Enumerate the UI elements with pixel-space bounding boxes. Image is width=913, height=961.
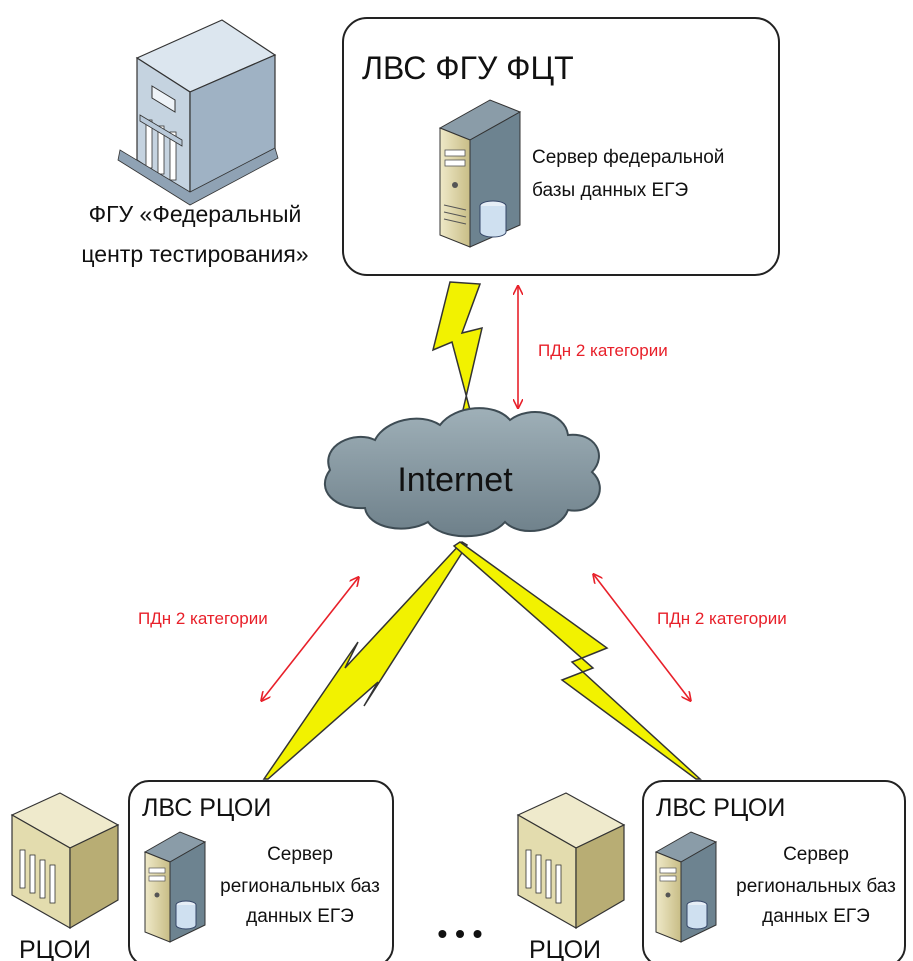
region-building-icon — [516, 792, 626, 930]
lightning-bolt-right — [452, 541, 702, 780]
central-server-icon — [438, 99, 522, 248]
region-server-icon — [143, 831, 207, 943]
lightning-bolt-top — [431, 281, 484, 411]
data-flow-arrow-right — [594, 575, 690, 700]
more-regions-ellipsis: • • • — [438, 918, 483, 949]
region-server-caption-line2: региональных баз — [736, 876, 896, 897]
region-lan-title: ЛВС РЦОИ — [142, 794, 271, 822]
central-server-caption-line2: базы данных ЕГЭ — [532, 180, 688, 201]
region-building-icon — [10, 792, 120, 930]
central-building-icon — [117, 19, 279, 206]
region-server-caption-line2: региональных баз — [220, 876, 380, 897]
region-server-caption-line3: данных ЕГЭ — [246, 906, 354, 927]
link-label-top: ПДн 2 категории — [538, 341, 668, 360]
region-server-caption-line3: данных ЕГЭ — [762, 906, 870, 927]
region-server-caption-line1: Сервер — [783, 844, 849, 865]
link-label-left: ПДн 2 категории — [138, 609, 268, 628]
internet-cloud — [324, 407, 601, 538]
data-flow-arrow-left — [262, 578, 358, 700]
region-org-caption: РЦОИ — [529, 936, 601, 961]
central-org-caption-line1: ФГУ «Федеральный — [89, 201, 302, 227]
central-lan-title: ЛВС ФГУ ФЦТ — [362, 50, 574, 86]
central-org-caption-line2: центр тестирования» — [81, 241, 308, 267]
region-lan-title: ЛВС РЦОИ — [656, 794, 785, 822]
central-server-caption-line1: Сервер федеральной — [532, 147, 724, 168]
region-server-caption-line1: Сервер — [267, 844, 333, 865]
internet-label: Internet — [397, 461, 513, 499]
region-server-icon — [654, 831, 718, 943]
lightning-bolt-left — [262, 541, 469, 780]
link-label-right: ПДн 2 категории — [657, 609, 787, 628]
region-org-caption: РЦОИ — [19, 936, 91, 961]
